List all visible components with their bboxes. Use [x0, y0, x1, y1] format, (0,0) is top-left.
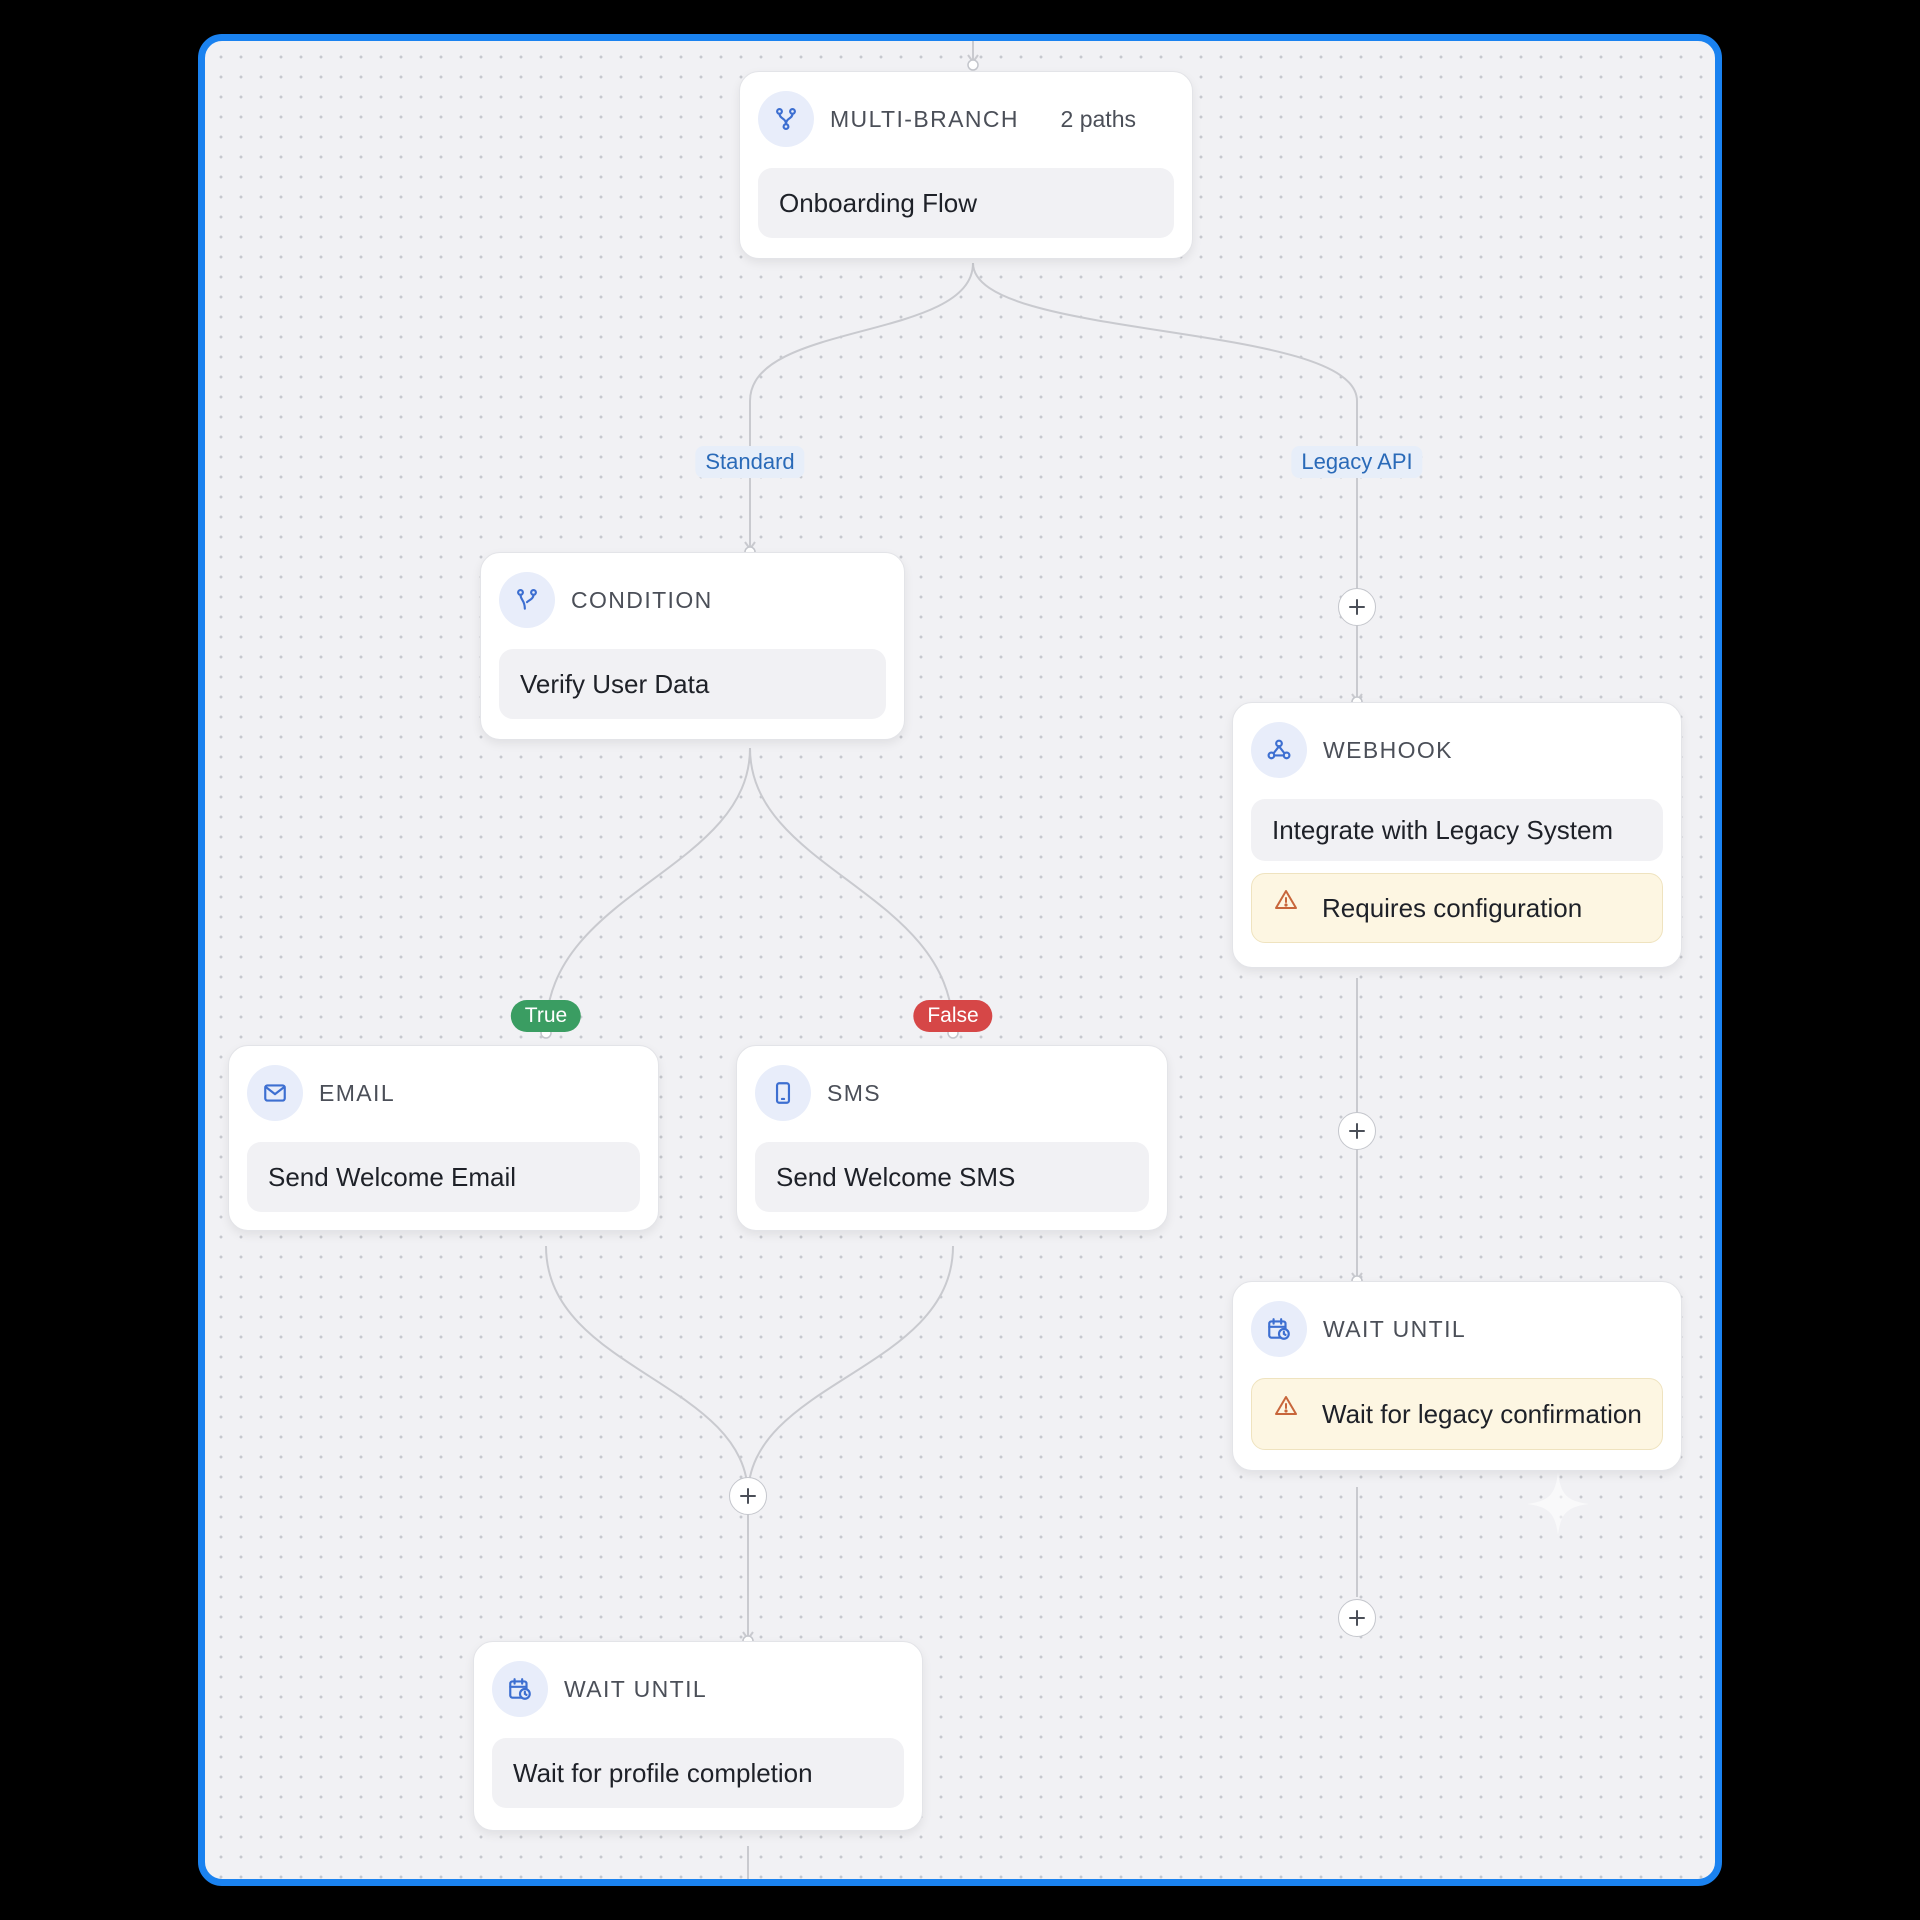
warning-text: Requires configuration [1322, 892, 1583, 923]
phone-icon [755, 1065, 811, 1121]
plus-icon [740, 1488, 756, 1504]
edge-false [749, 747, 954, 1032]
node-header: MULTI-BRANCH 2 paths [758, 90, 1174, 148]
edge-standard [749, 262, 974, 552]
edge-label-standard: Standard [695, 446, 805, 478]
add-step-button[interactable] [729, 1477, 767, 1515]
node-type-label: EMAIL [319, 1079, 396, 1106]
connection-lines [540, 41, 1363, 1879]
edge-legacy [972, 262, 1358, 701]
calendar-clock-icon [492, 1661, 548, 1717]
warning-icon [1274, 1394, 1304, 1424]
node-title: Onboarding Flow [758, 168, 1174, 238]
sparkle-icon [1527, 1473, 1589, 1535]
connector-port [967, 59, 979, 71]
node-title: Verify User Data [499, 649, 886, 719]
mail-icon [247, 1065, 303, 1121]
node-type-label: WEBHOOK [1323, 736, 1453, 763]
branch-icon [758, 91, 814, 147]
node-header: WAIT UNTIL [492, 1660, 904, 1718]
false-branch-pill: False [913, 1000, 993, 1032]
wait-legacy-node[interactable]: WAIT UNTIL Wait for legacy confirmation [1232, 1281, 1682, 1471]
config-warning[interactable]: Requires configuration [1251, 873, 1663, 943]
node-title: Integrate with Legacy System [1251, 799, 1663, 861]
edge-sms-merge [747, 1245, 954, 1497]
node-type-label: WAIT UNTIL [564, 1675, 708, 1702]
node-type-label: CONDITION [571, 586, 713, 613]
add-step-button[interactable] [1338, 1599, 1376, 1637]
split-icon [499, 572, 555, 628]
plus-icon [1349, 599, 1365, 615]
node-header: EMAIL [247, 1064, 640, 1122]
node-header: CONDITION [499, 571, 886, 629]
node-type-label: WAIT UNTIL [1323, 1315, 1467, 1342]
condition-node[interactable]: CONDITION Verify User Data [480, 552, 905, 740]
node-title: Wait for profile completion [492, 1738, 904, 1808]
calendar-clock-icon [1251, 1301, 1307, 1357]
wait-profile-node[interactable]: WAIT UNTIL Wait for profile completion [473, 1641, 923, 1831]
warning-icon [1274, 888, 1304, 918]
add-step-button[interactable] [1338, 588, 1376, 626]
warning-text: Wait for legacy confirmation [1322, 1398, 1642, 1429]
node-header: SMS [755, 1064, 1149, 1122]
path-count: 2 paths [1060, 105, 1136, 132]
node-type-label: MULTI-BRANCH [830, 105, 1019, 132]
workflow-canvas[interactable]: Standard Legacy API True False MULTI-BRA… [198, 34, 1722, 1886]
webhook-icon [1251, 722, 1307, 778]
edge-email-merge [545, 1245, 749, 1497]
true-branch-pill: True [510, 1000, 582, 1032]
edge-true [545, 747, 751, 1032]
plus-icon [1349, 1123, 1365, 1139]
webhook-node[interactable]: WEBHOOK Integrate with Legacy System Req… [1232, 702, 1682, 968]
node-title: Send Welcome Email [247, 1142, 640, 1212]
node-title: Send Welcome SMS [755, 1142, 1149, 1212]
email-node[interactable]: EMAIL Send Welcome Email [228, 1045, 659, 1231]
multi-branch-node[interactable]: MULTI-BRANCH 2 paths Onboarding Flow [739, 71, 1193, 259]
wait-warning[interactable]: Wait for legacy confirmation [1251, 1378, 1663, 1450]
edge-label-legacy-api: Legacy API [1291, 446, 1423, 478]
node-header: WAIT UNTIL [1251, 1300, 1663, 1358]
sms-node[interactable]: SMS Send Welcome SMS [736, 1045, 1168, 1231]
plus-icon [1349, 1610, 1365, 1626]
node-header: WEBHOOK [1251, 721, 1663, 779]
node-type-label: SMS [827, 1079, 882, 1106]
add-step-button[interactable] [1338, 1112, 1376, 1150]
